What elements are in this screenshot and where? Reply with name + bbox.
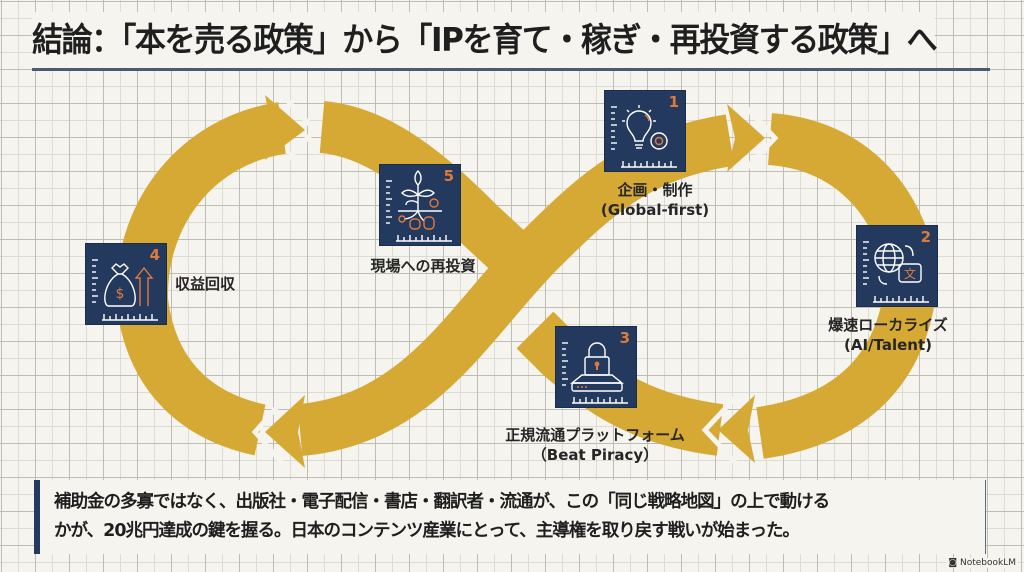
notebooklm-logo-icon: ◙ (948, 558, 960, 568)
step-card-4: 4 $ (85, 243, 167, 325)
svg-text:文: 文 (904, 266, 916, 281)
arrow-segment-2-to-3 (755, 272, 938, 459)
callout-accent-bar (34, 480, 40, 554)
arrow-head-bottom-right (718, 395, 755, 463)
conclusion-callout: 補助金の多寡ではなく、出版社・電子配信・書店・翻訳者・流通が、この「同じ戦略地図… (34, 480, 986, 554)
arrow-head-top-right (727, 104, 765, 172)
step-card-2: 2 文 (856, 225, 938, 307)
arrow-segment-5-to-cross (318, 101, 538, 282)
globe-translate-icon: 文 (863, 241, 929, 303)
svg-text:$: $ (116, 286, 125, 302)
notebooklm-watermark: ◙ NotebookLM (946, 558, 1018, 568)
step-number: 4 (149, 246, 160, 264)
step-label-3: 正規流通プラットフォーム （Beat Piracy） (505, 426, 685, 464)
conclusion-text: 補助金の多寡ではなく、出版社・電子配信・書店・翻訳者・流通が、この「同じ戦略地図… (54, 492, 830, 541)
arrow-head-bottom-left (265, 395, 305, 468)
step-label-5: 現場への再投資 (370, 257, 476, 275)
padlock-platform-icon (562, 342, 628, 404)
step-number: 2 (920, 228, 931, 246)
step-card-5: 5 (379, 164, 461, 246)
step-number: 1 (668, 93, 679, 111)
lightbulb-gear-icon (611, 105, 677, 168)
step-number: 3 (619, 329, 630, 347)
step-label-1: 企画・制作 (Global-first) (600, 181, 710, 219)
step-number: 5 (443, 167, 454, 185)
callout-right-border (985, 480, 986, 554)
step-card-1: 1 (604, 90, 686, 172)
plant-coins-icon (386, 170, 452, 242)
page-title: 結論：「本を売る政策」から「IPを育て・稼ぎ・再投資する政策」へ (32, 12, 938, 68)
step-label-2: 爆速ローカライズ (AI/Talent) (828, 316, 948, 354)
arrow-head-top-left (265, 95, 305, 160)
money-bag-up-arrow-icon: $ (92, 259, 158, 321)
title-divider (32, 68, 990, 71)
step-card-3: 3 (555, 326, 637, 408)
step-label-4: 収益回収 (175, 275, 236, 293)
